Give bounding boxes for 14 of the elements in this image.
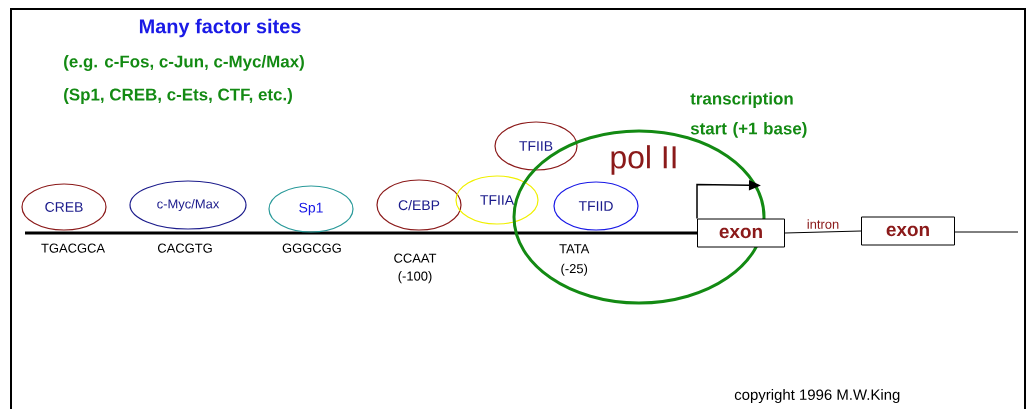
edge-label: intron [807, 219, 839, 229]
connector-line [784, 230, 862, 234]
title: Many factor sites [139, 18, 301, 38]
sequence-label: CCAAT (-100) [394, 253, 437, 284]
sequence-label: GGGCGG [282, 243, 341, 253]
note-text: (e.g. c-Fos, c-Jun, c-Myc/Max) [64, 55, 304, 71]
sequence-label: TGACGCA [41, 243, 105, 253]
exon-box: exon [861, 216, 955, 246]
sequence-label: CACGTG [157, 243, 212, 253]
copyright-text: copyright 1996 M.W.King [734, 389, 900, 403]
exon-box: exon [697, 218, 785, 248]
note-text: (Sp1, CREB, c-Ets, CTF, etc.) [64, 88, 292, 104]
sequence-label: TATA (-25) [559, 244, 590, 276]
annotation-text: transcription start (+1 base) [690, 92, 807, 138]
